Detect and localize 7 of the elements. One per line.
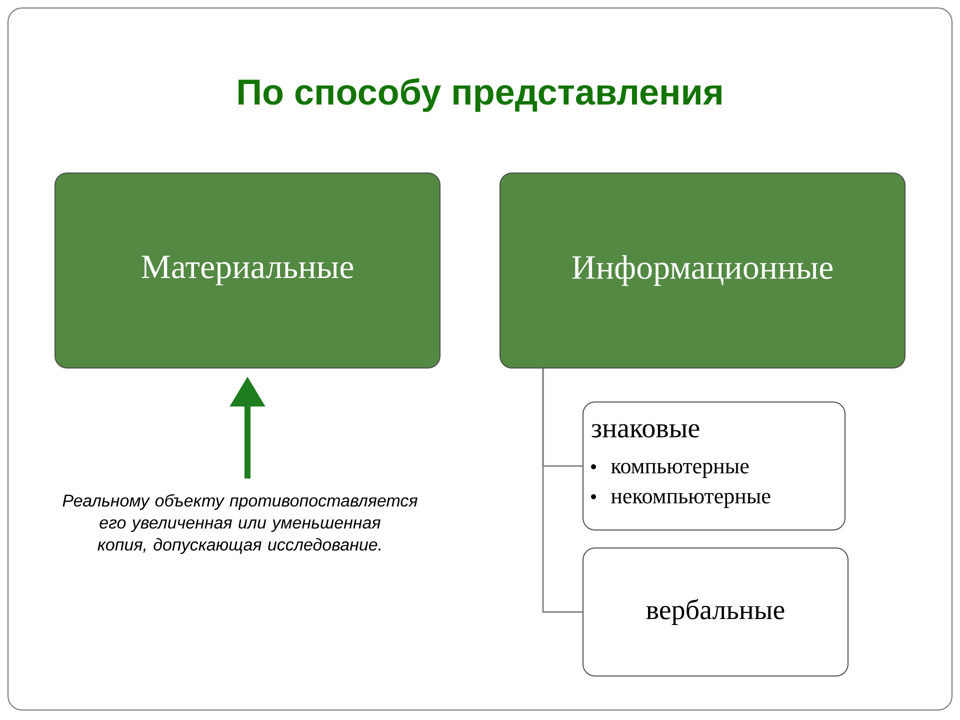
note-text: Реальному объекту противопоставляется его увеличенная или уменьшенная копия, допускающая исследование. [62,494,418,554]
connector-line [542,368,582,613]
title: По способу представления [238,78,722,112]
category-box: Материальные [54,172,440,368]
category-box: Информационные [500,172,906,368]
subcategory-box: вербальные [582,548,849,676]
subcategory-box: знаковые компьютерные некомпьютерные [582,402,846,530]
